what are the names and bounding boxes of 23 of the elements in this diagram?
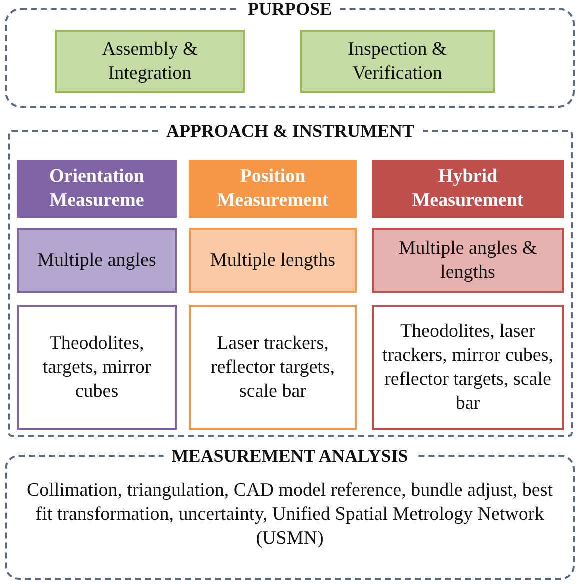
method-box <box>372 228 564 293</box>
purpose-box <box>55 30 245 93</box>
category-header <box>189 160 357 218</box>
category-title: Orientation Measureme <box>48 165 146 213</box>
box-label: Theodolites, targets, mirror cubes <box>42 332 152 404</box>
box-label: Multiple angles & lengths <box>398 236 538 284</box>
method-box <box>17 228 177 293</box>
category-title: Hybrid Measurement <box>411 165 525 213</box>
analysis-text: Collimation, triangulation, CAD model reference, bundle adjust, best fit transformation, uncertainty, Unified Spatial Metrology Network (USMN) <box>26 479 554 551</box>
category-header <box>372 160 564 218</box>
box-label: Multiple lengths <box>209 248 337 272</box>
category-title: Position Measurement <box>216 165 330 213</box>
purpose-box <box>300 30 495 93</box>
instrument-box <box>17 305 177 430</box>
box-label: Laser trackers, reflector targets, scale bar <box>210 332 336 404</box>
box-label: Inspection & Verification <box>347 38 448 86</box>
box-label: Multiple angles <box>36 248 158 272</box>
box-label: Assembly & Integration <box>101 38 199 86</box>
category-header <box>17 160 177 218</box>
instrument-box <box>372 305 564 430</box>
box-label: Theodolites, laser trackers, mirror cubes, reflector targets, scale bar <box>382 320 554 416</box>
instrument-box <box>189 305 357 430</box>
method-box <box>189 228 357 293</box>
